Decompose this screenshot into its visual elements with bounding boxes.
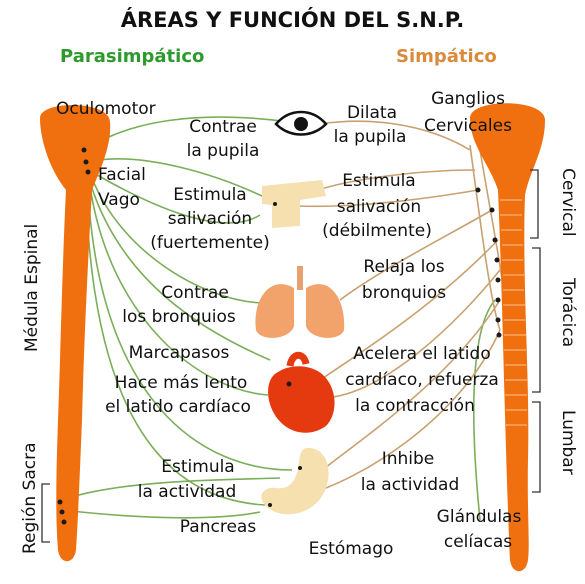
cervical-label: Cervical	[558, 168, 578, 237]
spine-region-brackets	[41, 169, 541, 543]
right-spinal-cord	[470, 103, 545, 572]
symp-saliva-line1: Estimula	[342, 171, 416, 191]
symp-heart-line2: cardíaco, refuerza	[345, 370, 499, 390]
glandulas-line1: Glándulas	[436, 507, 522, 527]
lumbar-label: Lumbar	[558, 410, 578, 475]
heart-organ	[268, 351, 335, 433]
symp-heart-line1: Acelera el latido	[353, 344, 491, 364]
symp-activity-line2: la actividad	[360, 475, 460, 495]
para-bronchi-line1: Contrae	[161, 283, 229, 303]
symp-activity-line1: Inhibe	[381, 449, 435, 469]
stomach-organ	[261, 447, 329, 515]
diagram-title: ÁREAS Y FUNCIÓN DEL S.N.P.	[120, 8, 465, 32]
para-pupil-line1: Contrae	[189, 117, 257, 137]
pancreas-label: Pancreas	[179, 517, 257, 537]
para-saliva-line3: (fuertemente)	[150, 233, 270, 253]
symp-saliva-line2: salivación	[336, 197, 422, 217]
sympathetic-heading: Simpático	[396, 46, 497, 67]
para-saliva-line1: Estimula	[173, 185, 247, 205]
symp-pupil-line1: Dilata	[346, 103, 398, 123]
region-sacra-label: Región Sacra	[20, 442, 40, 554]
lungs-organ	[255, 266, 345, 338]
ganglios-label-line1: Ganglios	[431, 89, 505, 109]
parasympathetic-heading: Parasimpático	[60, 46, 205, 67]
para-saliva-line2: salivación	[167, 209, 253, 229]
medula-espinal-label: Médula Espinal	[22, 223, 42, 352]
para-activity-line2: la actividad	[137, 482, 237, 502]
vago-label: Vago	[98, 190, 140, 210]
symp-heart-line3: la contracción	[355, 396, 475, 416]
para-bronchi-line2: los bronquios	[122, 307, 236, 327]
glandulas-line2: celíacas	[443, 532, 513, 552]
eye-organ	[274, 110, 328, 136]
para-heart-line2: el latido cardíaco	[105, 397, 251, 417]
symp-saliva-line3: (débilmente)	[322, 221, 432, 241]
facial-label: Facial	[98, 165, 146, 185]
oculomotor-label: Oculomotor	[56, 99, 156, 119]
para-activity-line1: Estimula	[161, 457, 235, 477]
para-pupil-line2: la pupila	[186, 141, 260, 161]
ganglios-label-line2: Cervicales	[424, 116, 512, 136]
para-heart-line1: Hace más lento	[114, 373, 248, 393]
left-spinal-cord	[40, 104, 111, 562]
estomago-label: Estómago	[308, 539, 394, 559]
symp-pupil-line2: la pupila	[333, 127, 407, 147]
salivary-gland-organ	[262, 180, 326, 228]
toracica-label: Torácica	[558, 278, 578, 348]
symp-bronchi-line1: Relaja los	[363, 257, 445, 277]
para-marcapasos: Marcapasos	[128, 343, 230, 363]
symp-bronchi-line2: bronquios	[361, 283, 447, 303]
parasympathetic-nerves	[61, 116, 496, 521]
